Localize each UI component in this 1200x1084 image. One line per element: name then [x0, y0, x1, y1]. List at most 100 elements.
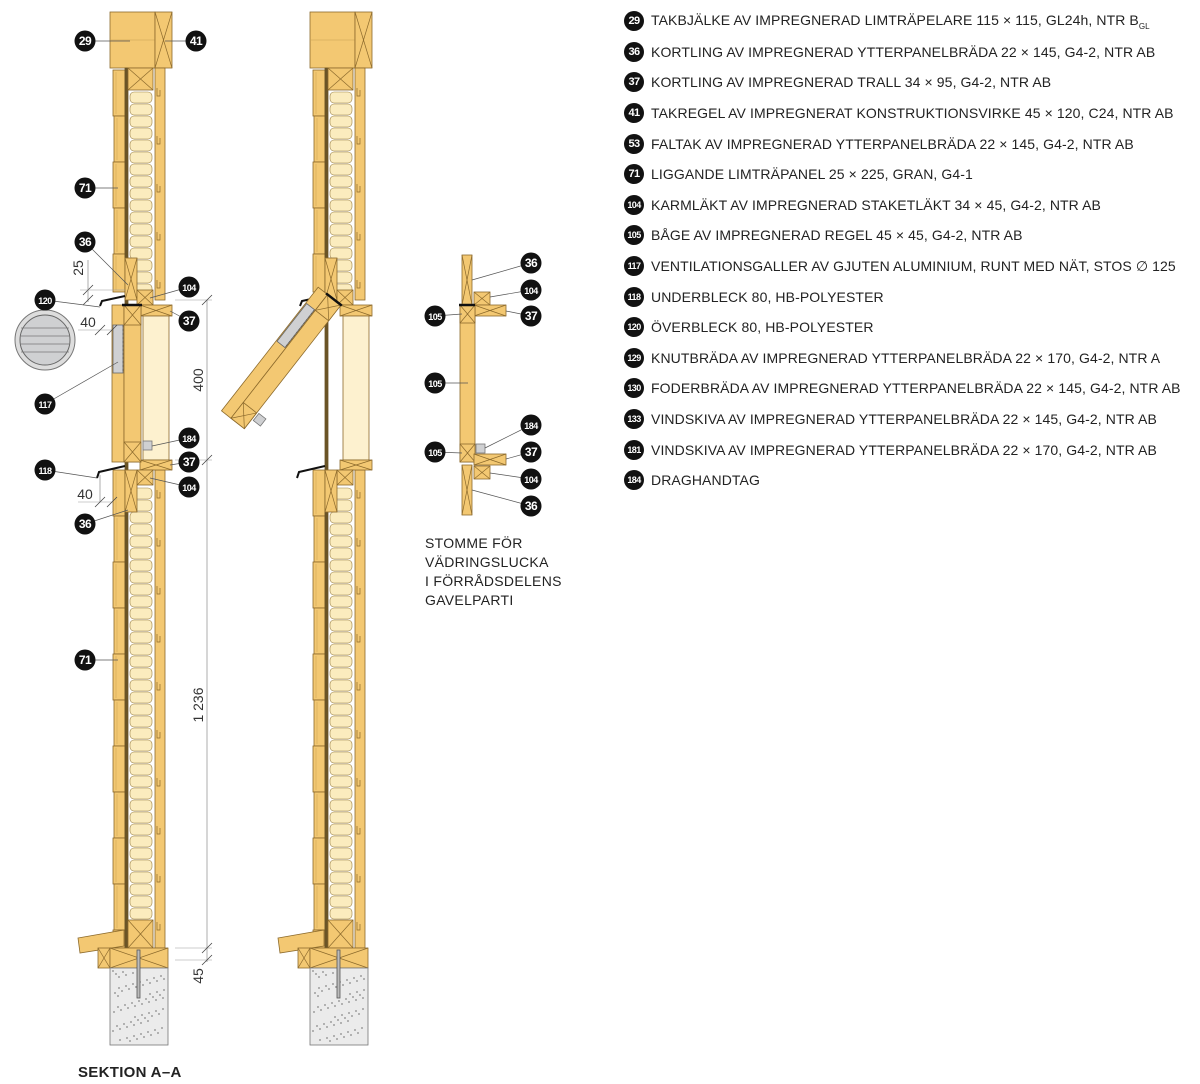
insulation-batt: [129, 643, 153, 656]
cladding-board: [113, 115, 126, 163]
aggregate-dot: [319, 1028, 321, 1030]
aggregate-dot: [123, 1023, 125, 1025]
cross-line: [473, 453, 507, 466]
insulation-batt: [329, 871, 353, 884]
frame-detail: [459, 254, 507, 516]
cladding-board: [312, 161, 326, 209]
legend-text: TAKBJÄLKE AV IMPREGNERAD LIMTRÄPELARE 11…: [651, 12, 1150, 31]
aggregate-dot: [321, 990, 323, 992]
insulation-batt: [129, 811, 153, 824]
aggregate-dot: [142, 984, 144, 986]
aggregate-dot: [138, 1000, 140, 1002]
cladding-board: [312, 837, 326, 885]
cladding-board: [312, 69, 326, 117]
aggregate-dot: [333, 1024, 335, 1026]
cladding-board: [112, 253, 126, 293]
tongue-groove: [156, 586, 161, 595]
insulation-batt: [129, 727, 153, 740]
legend-number-badge: 184: [624, 470, 644, 491]
insulation-batt: [129, 763, 153, 776]
aggregate-dot: [341, 1003, 343, 1005]
callout-number: 36: [525, 499, 538, 513]
cladding-board: [113, 699, 126, 747]
aggregate-dot: [141, 1003, 143, 1005]
tongue-groove: [156, 184, 161, 193]
dimension-label: 45: [190, 968, 206, 984]
callout-number: 104: [182, 483, 196, 493]
aggregate-dot: [323, 1023, 325, 1025]
insulation-batt: [129, 619, 153, 632]
cladding-board: [313, 883, 326, 931]
callout-number: 184: [524, 421, 538, 431]
cladding-board: [112, 469, 126, 517]
aggregate-dot: [132, 972, 134, 974]
cross-line: [139, 304, 173, 317]
aggregate-dot: [325, 974, 327, 976]
legend-description: FODERBRÄDA AV IMPREGNERAD YTTERPANELBRÄD…: [651, 380, 1181, 397]
insulation-batt: [129, 871, 153, 884]
aggregate-dot: [162, 1008, 164, 1010]
cladding-board: [113, 791, 126, 839]
bottom-plate: [327, 919, 354, 949]
legend-text: BÅGE AV IMPREGNERAD REGEL 45 × 45, G4-2,…: [651, 227, 1023, 243]
insulation-batt: [129, 775, 153, 788]
short-board-37: [339, 304, 373, 317]
legend-text: VENTILATIONSGALLER AV GJUTEN ALUMINIUM, …: [651, 258, 1176, 275]
insulation-batt: [329, 523, 353, 536]
insulation-batt: [129, 115, 153, 128]
insulation-batt: [329, 595, 353, 608]
insulation-batt: [129, 103, 153, 116]
insulation-batt: [329, 751, 353, 764]
callout: 117: [34, 361, 119, 415]
callout-number: 184: [182, 434, 196, 444]
inner-panel: [154, 469, 166, 949]
bottom-flashing-118: [96, 465, 126, 479]
sash-bottom-rail: [123, 441, 142, 463]
legend-number-badge: 133: [624, 409, 644, 430]
tongue-groove: [356, 634, 361, 643]
aggregate-dot: [345, 998, 347, 1000]
opening-infill: [342, 315, 370, 461]
insulation-batt: [129, 883, 153, 896]
aggregate-dot: [146, 979, 148, 981]
aggregate-dot: [357, 1032, 359, 1034]
opening-infill: [142, 315, 170, 461]
aggregate-dot: [342, 984, 344, 986]
insulation-batt: [329, 883, 353, 896]
aggregate-dot: [149, 993, 151, 995]
insulation-batt: [129, 895, 153, 908]
sash-cladding: [220, 286, 329, 419]
sash-top-rail: [123, 304, 142, 326]
mesh-line: [284, 309, 315, 348]
aggregate-dot: [361, 1027, 363, 1029]
section-title: SEKTION A–A: [78, 1064, 182, 1081]
insulation-batt: [329, 103, 353, 116]
anchor-bolt: [336, 949, 341, 999]
insulation-batt: [329, 247, 353, 260]
insulation-batt: [329, 823, 353, 836]
aggregate-dot: [356, 980, 358, 982]
tongue-groove: [156, 634, 161, 643]
insulation-batt: [129, 127, 153, 140]
aggregate-dot: [134, 1016, 136, 1018]
insulation-batt: [129, 199, 153, 212]
callout: 36: [471, 252, 542, 281]
frame-lath-104: [136, 469, 154, 486]
legend-description: TAKBJÄLKE AV IMPREGNERAD LIMTRÄPELARE 11…: [651, 11, 1139, 28]
aggregate-dot: [332, 983, 334, 985]
callout-number: 120: [38, 296, 52, 306]
cladding-board: [113, 207, 126, 255]
aggregate-dot: [340, 1022, 342, 1024]
tongue-groove: [156, 538, 161, 547]
legend-description: TAKREGEL AV IMPREGNERAT KONSTRUKTIONSVIR…: [651, 105, 1174, 122]
aggregate-dot: [349, 993, 351, 995]
callout: 104: [489, 279, 542, 301]
callout-badge: [520, 252, 542, 274]
aggregate-dot: [325, 985, 327, 987]
callout-number: 104: [182, 283, 196, 293]
aggregate-dot: [145, 998, 147, 1000]
